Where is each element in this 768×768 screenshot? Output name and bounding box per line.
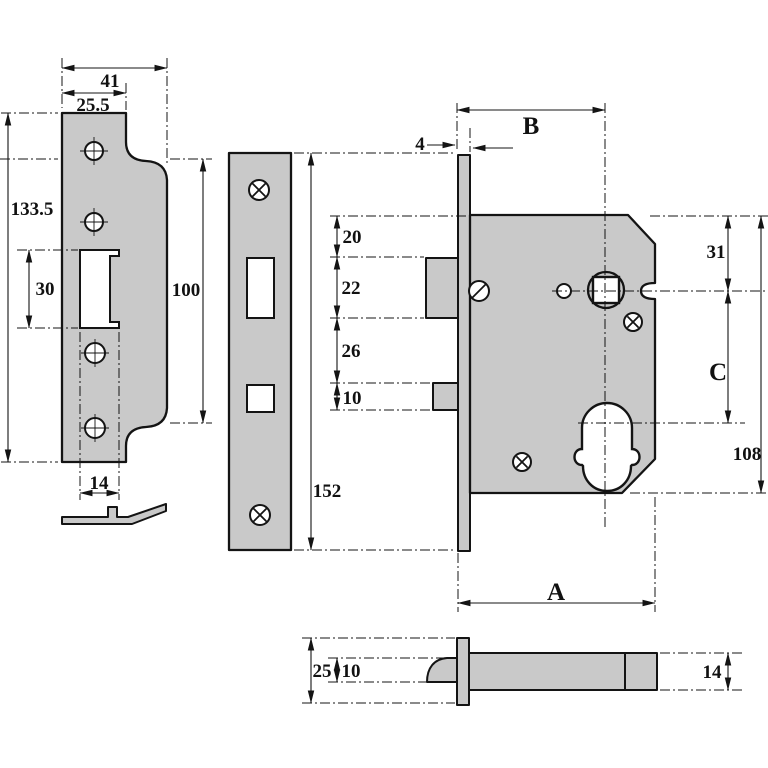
case-screw — [623, 312, 643, 332]
dim-label-strike-height: 133.5 — [11, 199, 54, 220]
dim-label-bolt-gap: 26 — [342, 341, 361, 362]
strike-plate-side-view — [61, 503, 167, 525]
dim-label-plate-thickness: 4 — [415, 134, 425, 155]
faceplate-deadbolt-hole — [246, 384, 275, 413]
lock-case-side-view — [425, 154, 657, 552]
dim-label-faceplate-height: 152 — [313, 481, 342, 502]
dimension-labels: 41 25.5 133.5 30 100 14 152 4 B 20 22 26… — [11, 71, 762, 683]
case-screw — [512, 452, 532, 472]
faceplate-screw-bottom — [249, 504, 271, 526]
dim-label-case-depth: A — [547, 579, 565, 606]
dim-label-opening-width: 14 — [90, 473, 110, 494]
slotted-screw — [468, 280, 490, 302]
faceplate-latch-hole — [246, 257, 275, 319]
lock-faceplate-strip — [457, 154, 471, 552]
lock-plan-view — [426, 637, 658, 706]
faceplate-strip-plan — [456, 637, 470, 706]
dim-label-case-height: 108 — [733, 444, 762, 465]
spindle-follower — [586, 270, 626, 310]
dim-label-plan-plate-width: 25 — [313, 661, 332, 682]
dim-label-top-offset: 20 — [343, 227, 362, 248]
dim-label-plan-case-thickness: 14 — [703, 662, 723, 683]
lock-case-plan — [468, 652, 658, 691]
dim-label-outer-width: 41 — [101, 71, 120, 92]
dim-label-spindle-to-cylinder: C — [709, 359, 727, 386]
strike-plate-outline — [60, 111, 169, 464]
dim-label-plan-latch-width: 10 — [342, 661, 361, 682]
strike-plate-side-outline — [61, 503, 167, 525]
deadbolt — [432, 382, 459, 411]
strike-plate-front-view — [60, 111, 169, 464]
strike-screw-hole — [80, 208, 108, 236]
strike-screw-hole — [81, 414, 109, 442]
strike-screw-hole — [81, 339, 109, 367]
dim-label-backset: B — [523, 113, 540, 140]
latch-bolt-plan — [426, 657, 458, 683]
faceplate-outline — [227, 151, 293, 552]
cylinder-hole — [573, 401, 641, 493]
strike-latch-opening — [79, 249, 120, 329]
dimension-lines — [4, 64, 765, 704]
strike-screw-hole — [80, 137, 108, 165]
dim-label-bolt-height: 10 — [343, 388, 362, 409]
faceplate-screw-top — [248, 179, 270, 201]
dim-label-latch-height: 22 — [342, 278, 361, 299]
latch-bolt — [425, 257, 459, 319]
dim-label-opening-height: 30 — [36, 279, 55, 300]
faceplate-front-view — [227, 151, 293, 552]
dim-label-inner-width: 25.5 — [76, 95, 109, 116]
spindle-square-hole — [591, 275, 621, 305]
dim-label-lip-height: 100 — [172, 280, 201, 301]
dim-label-top-to-spindle: 31 — [707, 242, 726, 263]
